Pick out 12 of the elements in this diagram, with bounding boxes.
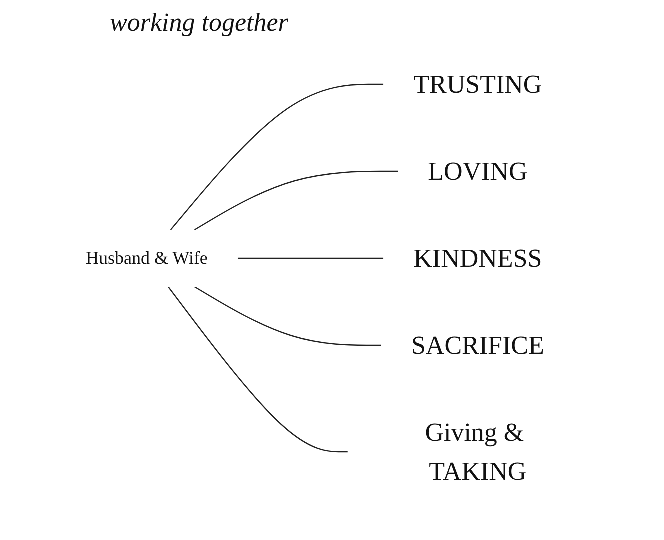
- node-text: Husband & Wife: [86, 248, 208, 268]
- connector: [194, 286, 382, 346]
- node-text: SACRIFICE: [411, 331, 544, 360]
- connector: [238, 258, 384, 260]
- connector: [170, 84, 384, 230]
- node-text: LOVING: [428, 157, 528, 186]
- node-text: KINDNESS: [414, 244, 542, 273]
- node-text: TRUSTING: [414, 70, 542, 99]
- title: working together: [110, 8, 290, 38]
- connector: [194, 170, 398, 231]
- node-text: Giving & TAKING: [425, 418, 527, 486]
- connector: [168, 286, 348, 453]
